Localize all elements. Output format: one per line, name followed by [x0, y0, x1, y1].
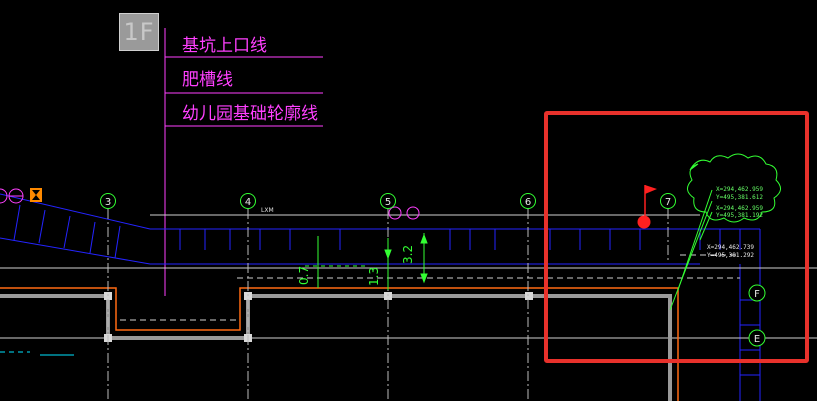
svg-text:X=294,462.959: X=294,462.959	[716, 205, 763, 212]
svg-text:Y=495,381.612: Y=495,381.612	[716, 194, 763, 201]
highlight-annotation-box	[544, 111, 809, 363]
svg-text:X=294,462.959: X=294,462.959	[716, 186, 763, 193]
dimension-marks	[305, 233, 428, 290]
axis-bubble-4[interactable]: 4	[240, 193, 256, 209]
dim-label-1: 0.7	[297, 266, 311, 285]
coord-leaders	[669, 189, 713, 311]
svg-text:X=294,462.739: X=294,462.739	[707, 244, 754, 251]
legend-leaders	[164, 28, 323, 296]
svg-text:5: 5	[385, 197, 391, 208]
hourglass-icon	[30, 188, 42, 202]
legend-item-pit-top-line: 基坑上口线	[182, 36, 267, 56]
small-note: LXM	[261, 207, 274, 214]
revision-cloud	[687, 153, 781, 223]
svg-text:4: 4	[245, 197, 251, 208]
hatch-band	[0, 193, 761, 401]
axis-bubble-f[interactable]: F	[748, 284, 766, 302]
dim-label-3: 3.2	[401, 245, 415, 264]
axis-bubble-5[interactable]: 5	[380, 193, 396, 209]
flag-icon[interactable]	[637, 185, 658, 229]
svg-text:6: 6	[525, 197, 531, 208]
svg-text:E: E	[754, 334, 760, 345]
svg-text:Y=495,381.192: Y=495,381.192	[716, 212, 763, 219]
svg-text:3: 3	[105, 197, 111, 208]
legend-item-fill-trench-line: 肥槽线	[182, 70, 233, 90]
svg-text:7: 7	[665, 197, 671, 208]
magenta-marks	[0, 188, 420, 220]
axis-bubble-e[interactable]: E	[748, 329, 766, 347]
legend-item-kindergarten-foundation-outline: 幼儿园基础轮廓线	[182, 104, 318, 124]
wall-nodes	[104, 292, 533, 342]
svg-text:Y=495,381.292: Y=495,381.292	[707, 252, 754, 259]
axis-bubble-6[interactable]: 6	[520, 193, 536, 209]
axis-bubble-3[interactable]: 3	[100, 193, 116, 209]
coord-readouts: X=294,462.959 Y=495,381.612 X=294,462.95…	[707, 186, 763, 259]
floor-badge: 1F	[119, 13, 159, 51]
cyan-marks	[0, 351, 74, 356]
dim-label-2: 1.3	[367, 267, 381, 286]
axis-bubble-7[interactable]: 7	[660, 193, 676, 209]
svg-text:F: F	[754, 289, 760, 300]
